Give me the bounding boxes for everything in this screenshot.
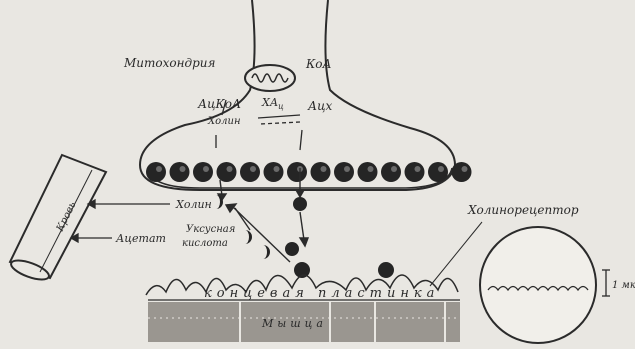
synaptic-vesicle: [405, 162, 425, 182]
label-end-plate: концевая пластинка: [204, 286, 439, 301]
label-acetic-acid-2: кислота: [182, 238, 228, 249]
synaptic-vesicle: [146, 162, 166, 182]
label-choline-left: Холин: [175, 198, 212, 211]
label-acetyl-coa: АцКоА: [197, 97, 241, 111]
synaptic-vesicle: [311, 162, 331, 182]
synaptic-vesicle: [217, 162, 237, 182]
label-choline-top: Холин: [207, 116, 241, 127]
receptor-pointer: [430, 222, 482, 286]
vesicle-highlight: [391, 166, 397, 172]
vesicle-highlight: [344, 166, 350, 172]
label-ach-top: Ацх: [307, 99, 332, 113]
vesicle-highlight: [180, 166, 186, 172]
label-muscle: Мышца: [261, 317, 327, 330]
vesicle-highlight: [438, 166, 444, 172]
synaptic-vesicle: [381, 162, 401, 182]
synaptic-vesicle-row: [146, 162, 472, 182]
vesicle-highlight: [274, 166, 280, 172]
vesicle-highlight: [156, 166, 162, 172]
label-acetic-acid-1: Уксусная: [186, 224, 235, 235]
label-xa: ХАц: [261, 96, 284, 111]
label-xa-sub: ц: [278, 102, 284, 111]
synaptic-vesicle: [193, 162, 213, 182]
synaptic-vesicle: [428, 162, 448, 182]
vesicle-highlight: [462, 166, 468, 172]
synaptic-vesicle: [358, 162, 378, 182]
synaptic-vesicle: [264, 162, 284, 182]
synaptic-vesicle: [170, 162, 190, 182]
axon-terminal-outline: [140, 0, 455, 190]
synaptic-vesicle: [334, 162, 354, 182]
vesicle-highlight: [321, 166, 327, 172]
vesicle-highlight: [368, 166, 374, 172]
label-receptor: Холинорецептор: [467, 203, 579, 217]
synaptic-vesicle: [452, 162, 472, 182]
label-acetate: Ацетат: [115, 232, 166, 245]
synaptic-vesicle: [240, 162, 260, 182]
label-coa: КоА: [305, 57, 332, 71]
label-mitochondrion: Митохондрия: [123, 56, 216, 70]
synaptic-vesicle: [287, 162, 307, 182]
magnified-inset: [480, 227, 610, 343]
mitochondrion-icon: [245, 65, 295, 91]
vesicle-highlight: [415, 166, 421, 172]
label-scale: 1 мк: [612, 280, 635, 291]
receptor-sites: [378, 262, 394, 278]
vesicle-highlight: [203, 166, 209, 172]
vesicle-highlight: [227, 166, 233, 172]
vesicle-highlight: [250, 166, 256, 172]
blood-vessel: [9, 155, 106, 283]
